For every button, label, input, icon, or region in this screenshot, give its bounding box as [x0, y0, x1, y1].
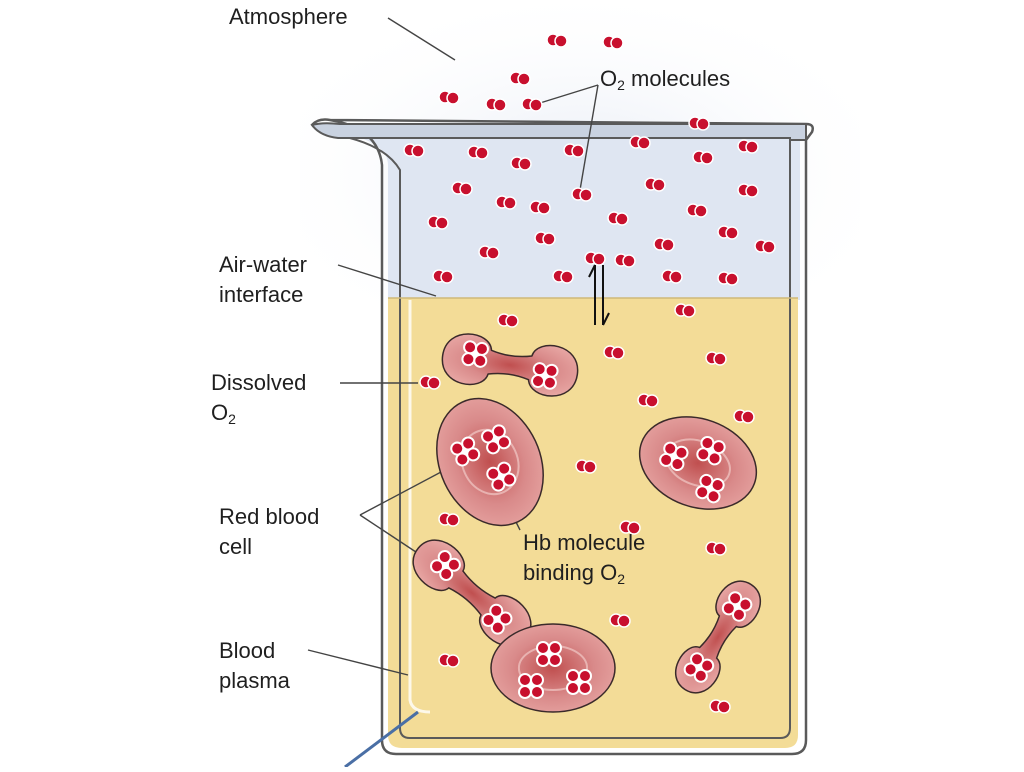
o2-molecule-icon — [686, 203, 708, 218]
o2-molecule-icon — [717, 225, 739, 240]
o2-molecule-icon — [467, 145, 489, 160]
rbc-line2: cell — [219, 534, 253, 559]
beaker-air-region — [330, 130, 800, 300]
o2-molecule-icon — [674, 303, 696, 318]
beaker-outline-inner — [321, 132, 791, 739]
o2-molecule-icon — [495, 195, 517, 210]
o2-molecules-suffix: molecules — [624, 66, 731, 91]
pointer-o2-1 — [539, 84, 599, 104]
o2-molecule-icon — [705, 541, 727, 556]
o2-molecule-icon — [614, 253, 636, 268]
o2-molecule-icon — [607, 211, 629, 226]
glass-highlight — [408, 300, 431, 714]
o2-molecule-icon — [653, 237, 675, 252]
o2-molecule-icon — [552, 269, 574, 284]
hemoglobin-molecule-icon — [536, 641, 562, 667]
o2-molecule-icon — [521, 97, 543, 112]
dissolved-line2: O2 — [211, 398, 306, 434]
o2-molecule-icon — [619, 520, 641, 535]
o2-molecule-icon — [510, 156, 532, 171]
label-hb-molecule: Hb molecule binding O2 — [523, 528, 645, 594]
o2-molecule-icon — [497, 313, 519, 328]
air-water-line2: interface — [219, 282, 304, 307]
o2-molecule-icon — [603, 345, 625, 360]
red-blood-cell — [490, 623, 616, 713]
o2-molecule-icon — [451, 181, 473, 196]
pointer-o2-2 — [579, 84, 599, 191]
o2-molecule-icon — [509, 71, 531, 86]
o2-molecule-icon — [478, 245, 500, 260]
hemoglobin-molecule-icon — [530, 361, 560, 391]
label-atmosphere: Atmosphere — [229, 4, 348, 29]
o2-molecule-icon — [644, 177, 666, 192]
pointer-plasma — [307, 649, 409, 676]
o2-molecule-icon — [709, 699, 731, 714]
o2-molecule-icon — [584, 251, 606, 266]
o2-molecule-icon — [438, 512, 460, 527]
o2-molecule-icon — [688, 116, 710, 131]
plasma-line2: plasma — [219, 668, 290, 693]
red-blood-cell — [638, 416, 758, 510]
o2-molecule-icon — [733, 409, 755, 424]
o2-molecule-icon — [717, 271, 739, 286]
label-air-water-interface: Air-water interface — [219, 250, 307, 310]
label-o2-molecules: O2 molecules — [600, 64, 730, 100]
pointer-interface — [337, 264, 437, 297]
hb-line1: Hb molecule — [523, 530, 646, 555]
hemoglobin-molecule-icon — [518, 673, 544, 699]
hb-line2-sub: 2 — [617, 571, 625, 587]
o2-molecule-icon — [427, 215, 449, 230]
o2-molecule-icon — [637, 393, 659, 408]
hb-line2: binding O2 — [523, 558, 645, 594]
dissolved-o2-sub: 2 — [228, 411, 236, 427]
hemoglobin-molecule-icon — [460, 339, 490, 369]
pointer-atmosphere — [387, 17, 456, 61]
red-blood-cell — [441, 333, 579, 397]
o2-molecule-icon — [563, 143, 585, 158]
o2-molecule-icon — [692, 150, 714, 165]
dissolved-o2-prefix: O — [211, 400, 229, 425]
o2-molecules — [403, 33, 776, 714]
o2-molecule-icon — [571, 187, 593, 202]
o2-molecule-icon — [737, 183, 759, 198]
equilibrium-arrows-icon — [588, 264, 610, 326]
o2-molecule-icon — [419, 375, 441, 390]
o2-molecule-icon — [602, 35, 624, 50]
hb-line2-prefix: binding O — [523, 560, 618, 585]
o2-molecule-icon — [629, 135, 651, 150]
label-blood-plasma: Blood plasma — [219, 636, 290, 696]
dissolved-line1: Dissolved — [211, 370, 307, 395]
o2-molecule-icon — [575, 459, 597, 474]
o2-molecule-icon — [432, 269, 454, 284]
o2-molecule-icon — [403, 143, 425, 158]
o2-molecule-icon — [754, 239, 776, 254]
red-blood-cell — [436, 397, 544, 527]
plasma-line1: Blood — [219, 638, 276, 663]
o2-molecule-icon — [529, 200, 551, 215]
red-blood-cell — [674, 580, 762, 694]
stirring-rod — [344, 710, 419, 769]
label-red-blood-cell: Red blood cell — [219, 502, 319, 562]
o2-molecule-icon — [546, 33, 568, 48]
o2-molecule-icon — [485, 97, 507, 112]
beaker-outline-outer — [311, 118, 814, 756]
o2-molecule-icon — [438, 90, 460, 105]
o2-molecules-prefix: O — [600, 66, 618, 91]
o2-molecule-icon — [609, 613, 631, 628]
air-water-line1: Air-water — [219, 252, 308, 277]
rbc-line1: Red blood — [219, 504, 320, 529]
o2-molecule-icon — [705, 351, 727, 366]
hemoglobin-molecule-icon — [566, 669, 592, 695]
o2-molecule-icon — [438, 653, 460, 668]
red-blood-cells — [412, 333, 762, 713]
o2-molecule-icon — [534, 231, 556, 246]
o2-molecule-icon — [661, 269, 683, 284]
o2-molecules-sub: 2 — [617, 77, 625, 93]
label-dissolved-o2: Dissolved O2 — [211, 368, 306, 434]
beaker-rim — [310, 122, 807, 141]
o2-molecule-icon — [737, 139, 759, 154]
